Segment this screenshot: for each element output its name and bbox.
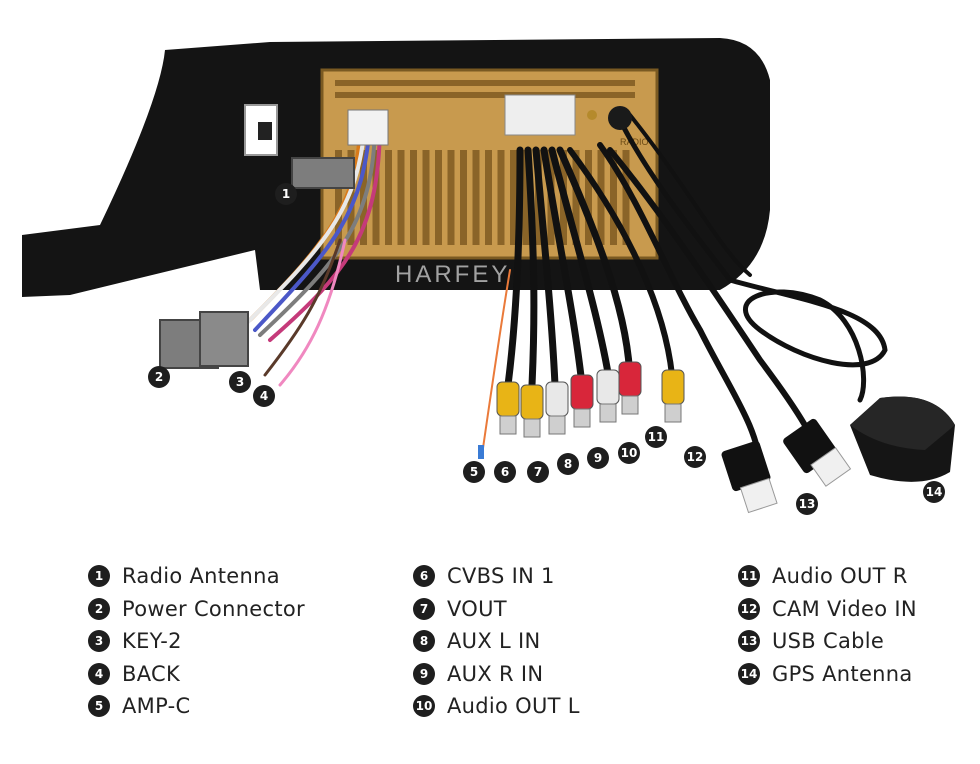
legend-number-badge: 14 — [738, 662, 760, 685]
legend-item: 3 KEY-2 — [88, 625, 305, 658]
legend-item: 5 AMP-C — [88, 690, 305, 723]
legend-label: GPS Antenna — [772, 661, 913, 686]
legend-item: 7 VOUT — [413, 593, 580, 626]
legend-label: CVBS IN 1 — [447, 564, 555, 589]
legend-item: 9 AUX R IN — [413, 658, 580, 691]
legend-number-badge: 8 — [413, 630, 435, 653]
legend-label: Power Connector — [122, 596, 305, 621]
legend-label: AUX R IN — [447, 661, 544, 686]
chassis-plug-block — [504, 94, 576, 136]
legend-number-badge: 6 — [413, 565, 435, 588]
legend-label: VOUT — [447, 596, 507, 621]
legend-number-badge: 10 — [413, 695, 435, 718]
callout-badge: 10 — [618, 442, 640, 464]
legend-item: 8 AUX L IN — [413, 625, 580, 658]
gps-antenna-puck — [850, 396, 955, 482]
callout-badge: 11 — [645, 426, 667, 448]
legend-number-badge: 2 — [88, 597, 110, 620]
callout-badge: 12 — [684, 446, 706, 468]
legend-column-3: 11 Audio OUT R 12 CAM Video IN 13 USB Cable… — [738, 560, 917, 690]
legend-item: 4 BACK — [88, 658, 305, 691]
legend-item: 11 Audio OUT R — [738, 560, 917, 593]
product-photo: RADIO HARFEY — [22, 38, 955, 514]
legend-item: 14 GPS Antenna — [738, 658, 917, 691]
callout-badge: 9 — [587, 447, 609, 469]
legend-label: Radio Antenna — [122, 564, 280, 589]
legend-column-2: 6 CVBS IN 1 7 VOUT 8 AUX L IN 9 AUX R IN 10 A… — [413, 560, 580, 723]
callout-badge: 1 — [275, 183, 297, 205]
legend-label: Audio OUT R — [772, 564, 908, 589]
callout-badge: 2 — [148, 366, 170, 388]
legend-label: Audio OUT L — [447, 694, 580, 719]
legend-number-badge: 3 — [88, 630, 110, 653]
callout-badge: 5 — [463, 461, 485, 483]
legend-item: 13 USB Cable — [738, 625, 917, 658]
legend-item: 12 CAM Video IN — [738, 593, 917, 626]
legend-number-badge: 9 — [413, 662, 435, 685]
legend-item: 1 Radio Antenna — [88, 560, 305, 593]
antenna-connector — [291, 157, 355, 189]
legend-label: AMP-C — [122, 694, 191, 719]
legend-number-badge: 12 — [738, 597, 760, 620]
legend-number-badge: 4 — [88, 662, 110, 685]
legend-label: AUX L IN — [447, 629, 541, 654]
legend-number-badge: 11 — [738, 565, 760, 588]
legend-label: BACK — [122, 661, 181, 686]
usb-plug-2 — [783, 418, 852, 487]
rca-plugs — [478, 361, 685, 459]
legend-label: KEY-2 — [122, 629, 182, 654]
legend-label: USB Cable — [772, 629, 885, 654]
legend-item: 10 Audio OUT L — [413, 690, 580, 723]
callout-badge: 4 — [253, 385, 275, 407]
callout-badge: 7 — [527, 461, 549, 483]
legend-number-badge: 1 — [88, 565, 110, 588]
callout-badge: 13 — [796, 493, 818, 515]
legend-number-badge: 13 — [738, 630, 760, 653]
legend-column-1: 1 Radio Antenna 2 Power Connector 3 KEY-2 4… — [88, 560, 305, 723]
usb-plug-1 — [721, 440, 778, 514]
legend-item: 2 Power Connector — [88, 593, 305, 626]
legend-item: 6 CVBS IN 1 — [413, 560, 580, 593]
callout-badge: 3 — [229, 371, 251, 393]
legend-label: CAM Video IN — [772, 596, 917, 621]
antenna-port — [608, 106, 632, 130]
callout-badge: 8 — [557, 453, 579, 475]
legend-number-badge: 7 — [413, 597, 435, 620]
callout-badge: 6 — [494, 461, 516, 483]
legend-number-badge: 5 — [88, 695, 110, 718]
callout-badge: 14 — [923, 481, 945, 503]
watermark-text: HARFEY — [395, 261, 510, 288]
